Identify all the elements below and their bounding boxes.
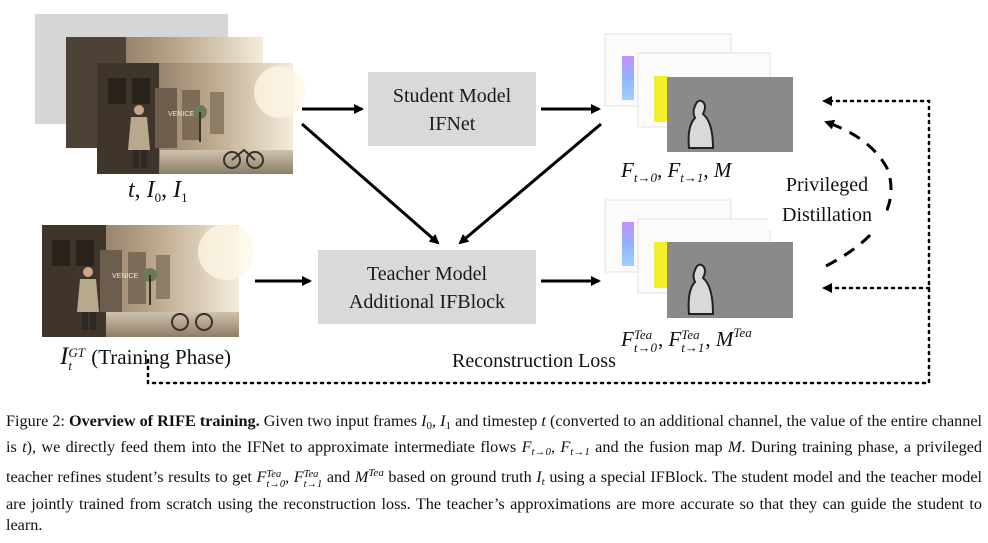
teacher-fusion-mask-map — [667, 242, 793, 318]
figure-title: Overview of RIFE training. — [68, 412, 260, 430]
teacher-model-subtitle: Additional IFBlock — [348, 291, 506, 313]
teacher-model-title: Teacher Model — [366, 263, 488, 285]
data-flow-arrows — [255, 104, 602, 286]
diagram-graphics: VENICE VENICE — [35, 14, 931, 385]
loss-path-to-student — [146, 99, 931, 385]
input-label: t, I0, I1 — [128, 177, 188, 205]
arrow-output-to-teacher — [458, 122, 602, 245]
student-model-box: Student Model IFNet — [368, 72, 536, 146]
fusion-mask-map — [667, 77, 793, 152]
figure-number: Figure 2: — [6, 412, 65, 430]
walking-person-gt — [77, 267, 99, 330]
loss-arrowhead-student — [822, 96, 832, 106]
student-model-title: Student Model — [392, 85, 512, 107]
teacher-output-stack — [604, 199, 793, 318]
arrow-input-to-teacher — [301, 122, 440, 245]
distillation-arrow — [824, 119, 893, 268]
loss-arrowhead-teacher — [822, 283, 832, 293]
student-output-label: Ft→0, Ft→1, M — [621, 158, 732, 185]
ground-truth-frame: VENICE — [42, 224, 254, 337]
storefront-sign: VENICE — [168, 111, 194, 118]
teacher-model-box: Teacher Model Additional IFBlock — [318, 250, 536, 324]
reconstruction-loss-path — [146, 99, 931, 385]
student-model-subtitle: IFNet — [428, 113, 476, 135]
frame-i1: VENICE — [97, 63, 306, 174]
distillation-label: Privileged Distillation — [768, 170, 886, 230]
rife-training-diagram: VENICE VENICE — [35, 14, 931, 385]
storefront-sign-gt: VENICE — [112, 273, 138, 280]
student-output-stack — [604, 33, 793, 152]
walking-person — [128, 105, 150, 168]
reconstruction-loss-label: Reconstruction Loss — [452, 350, 616, 372]
figure-caption: Figure 2: Overview of RIFE training. Giv… — [6, 412, 983, 534]
input-frames-stack: VENICE — [35, 14, 306, 174]
